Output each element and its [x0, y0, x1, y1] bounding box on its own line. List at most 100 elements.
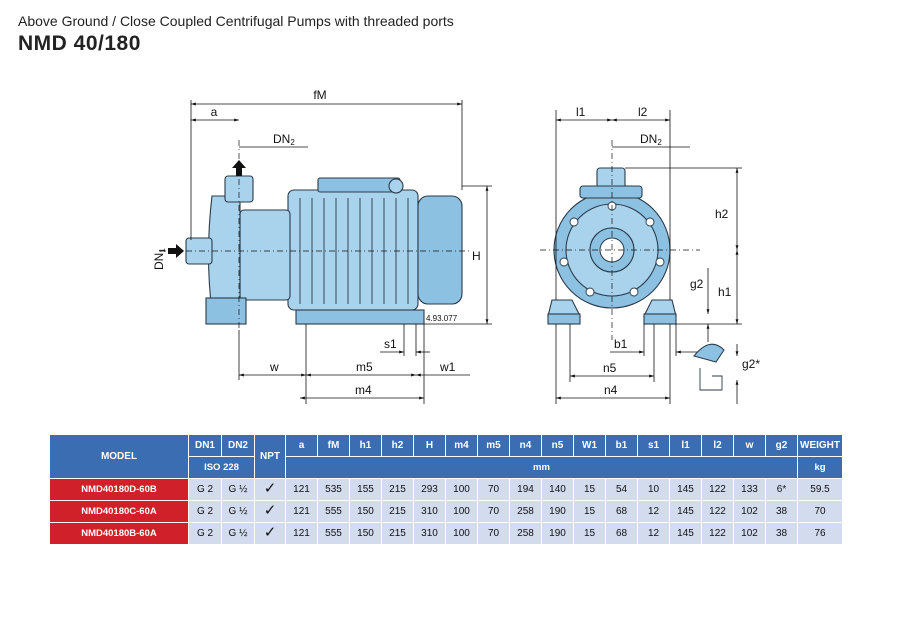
dim-label-H: H [472, 249, 481, 263]
terminal-box [317, 177, 401, 193]
cell-dn1: G 2 [189, 523, 221, 544]
dim-label-n5: n5 [603, 361, 617, 375]
cell-dn2: G ½ [222, 501, 254, 522]
cell-h1: 150 [350, 501, 381, 522]
table-unit-row: ISO 228 mm kg [50, 457, 842, 478]
cell-m4: 100 [446, 501, 477, 522]
cell-dn1: G 2 [189, 479, 221, 500]
col-header-s1: s1 [638, 435, 669, 456]
cell-s1: 12 [638, 501, 669, 522]
motor-foot [295, 309, 425, 325]
col-header-dn1: DN1 [189, 435, 221, 456]
cell-b1: 68 [606, 523, 637, 544]
col-header-b1: b1 [606, 435, 637, 456]
cell-w1: 15 [574, 501, 605, 522]
col-header-h1: h1 [350, 435, 381, 456]
cell-n4: 258 [510, 523, 541, 544]
cell-H: 310 [414, 523, 445, 544]
col-header-weight: WEIGHT [798, 435, 842, 456]
dim-label-DN1: DN1 [152, 248, 167, 270]
col-header-npt: NPT [255, 435, 285, 478]
cell-g2: 6* [766, 479, 797, 500]
dim-label-n4: n4 [604, 383, 618, 397]
motor-fan-cover [417, 195, 463, 305]
unit-mm: mm [286, 457, 797, 478]
motor-body [287, 189, 419, 311]
cell-l2: 122 [702, 479, 733, 500]
dim-label-w: w [269, 360, 279, 374]
cell-b1: 54 [606, 479, 637, 500]
cell-m5: 70 [478, 501, 509, 522]
col-header-m5: m5 [478, 435, 509, 456]
drawing-reference: 4.93.077 [426, 314, 458, 323]
col-header-l1: l1 [670, 435, 701, 456]
col-header-fm: fM [318, 435, 349, 456]
col-header-w1: W1 [574, 435, 605, 456]
cell-m5: 70 [478, 479, 509, 500]
dim-label-a: a [211, 105, 218, 119]
table-row: NMD40180D-60B G 2 G ½ ✓ 121 535 155 215 … [50, 479, 842, 500]
model-name: NMD40180B-60A [50, 523, 188, 544]
col-header-n4: n4 [510, 435, 541, 456]
cell-w1: 15 [574, 523, 605, 544]
cell-dn2: G ½ [222, 479, 254, 500]
cell-a: 121 [286, 523, 317, 544]
cell-l2: 122 [702, 523, 733, 544]
cell-a: 121 [286, 501, 317, 522]
cell-fm: 555 [318, 501, 349, 522]
cell-h1: 155 [350, 479, 381, 500]
cell-n4: 258 [510, 501, 541, 522]
cell-H: 293 [414, 479, 445, 500]
cell-H: 310 [414, 501, 445, 522]
dim-label-l2: l2 [638, 105, 648, 119]
dim-label-m4: m4 [355, 383, 372, 397]
cell-m5: 70 [478, 523, 509, 544]
cell-w: 102 [734, 523, 765, 544]
col-header-w: w [734, 435, 765, 456]
dim-label-m5: m5 [356, 360, 373, 374]
dim-label-DN2: DN2 [273, 132, 295, 147]
check-icon: ✓ [255, 523, 285, 544]
front-foot-left [547, 313, 581, 325]
col-header-a: a [286, 435, 317, 456]
col-header-dn2: DN2 [222, 435, 254, 456]
table-header-row: MODEL DN1 DN2 NPT a fM h1 h2 H m4 m5 n4 … [50, 435, 842, 478]
cell-s1: 12 [638, 523, 669, 544]
unit-kg: kg [798, 457, 842, 478]
model-name: NMD40180C-60A [50, 501, 188, 522]
cell-weight: 70 [798, 501, 842, 522]
dim-label-g2-star: g2* [742, 357, 760, 371]
cell-l1: 145 [670, 523, 701, 544]
front-dim-label-DN2: DN2 [640, 132, 662, 147]
pump-foot [205, 297, 247, 325]
spec-table: MODEL DN1 DN2 NPT a fM h1 h2 H m4 m5 n4 … [49, 434, 843, 545]
cell-n5: 190 [542, 501, 573, 522]
dim-label-h2: h2 [715, 207, 729, 221]
front-foot-right [643, 313, 677, 325]
cell-fm: 555 [318, 523, 349, 544]
check-icon: ✓ [255, 501, 285, 522]
dim-label-g2: g2 [690, 277, 704, 291]
cell-l2: 122 [702, 501, 733, 522]
cell-g2: 38 [766, 501, 797, 522]
cell-dn2: G ½ [222, 523, 254, 544]
dim-label-h1: h1 [718, 285, 732, 299]
cell-w: 133 [734, 479, 765, 500]
front-view: l1 l2 DN2 h2 h1 g2 b1 n5 n4 [540, 105, 760, 404]
col-header-l2: l2 [702, 435, 733, 456]
technical-drawing: fM a DN2 DN1 H 4.93.077 s1 w m5 w1 m4 [152, 88, 760, 404]
col-header-m4: m4 [446, 435, 477, 456]
dim-label-fM: fM [313, 88, 326, 102]
col-header-g2: g2 [766, 435, 797, 456]
cell-h2: 215 [382, 479, 413, 500]
cell-n4: 194 [510, 479, 541, 500]
cell-n5: 140 [542, 479, 573, 500]
page-title: NMD 40/180 [18, 32, 141, 55]
cell-m4: 100 [446, 479, 477, 500]
side-view: fM a DN2 DN1 H 4.93.077 s1 w m5 w1 m4 [152, 88, 492, 404]
cell-w1: 15 [574, 479, 605, 500]
model-name: NMD40180D-60B [50, 479, 188, 500]
cell-m4: 100 [446, 523, 477, 544]
cell-w: 102 [734, 501, 765, 522]
cell-s1: 10 [638, 479, 669, 500]
